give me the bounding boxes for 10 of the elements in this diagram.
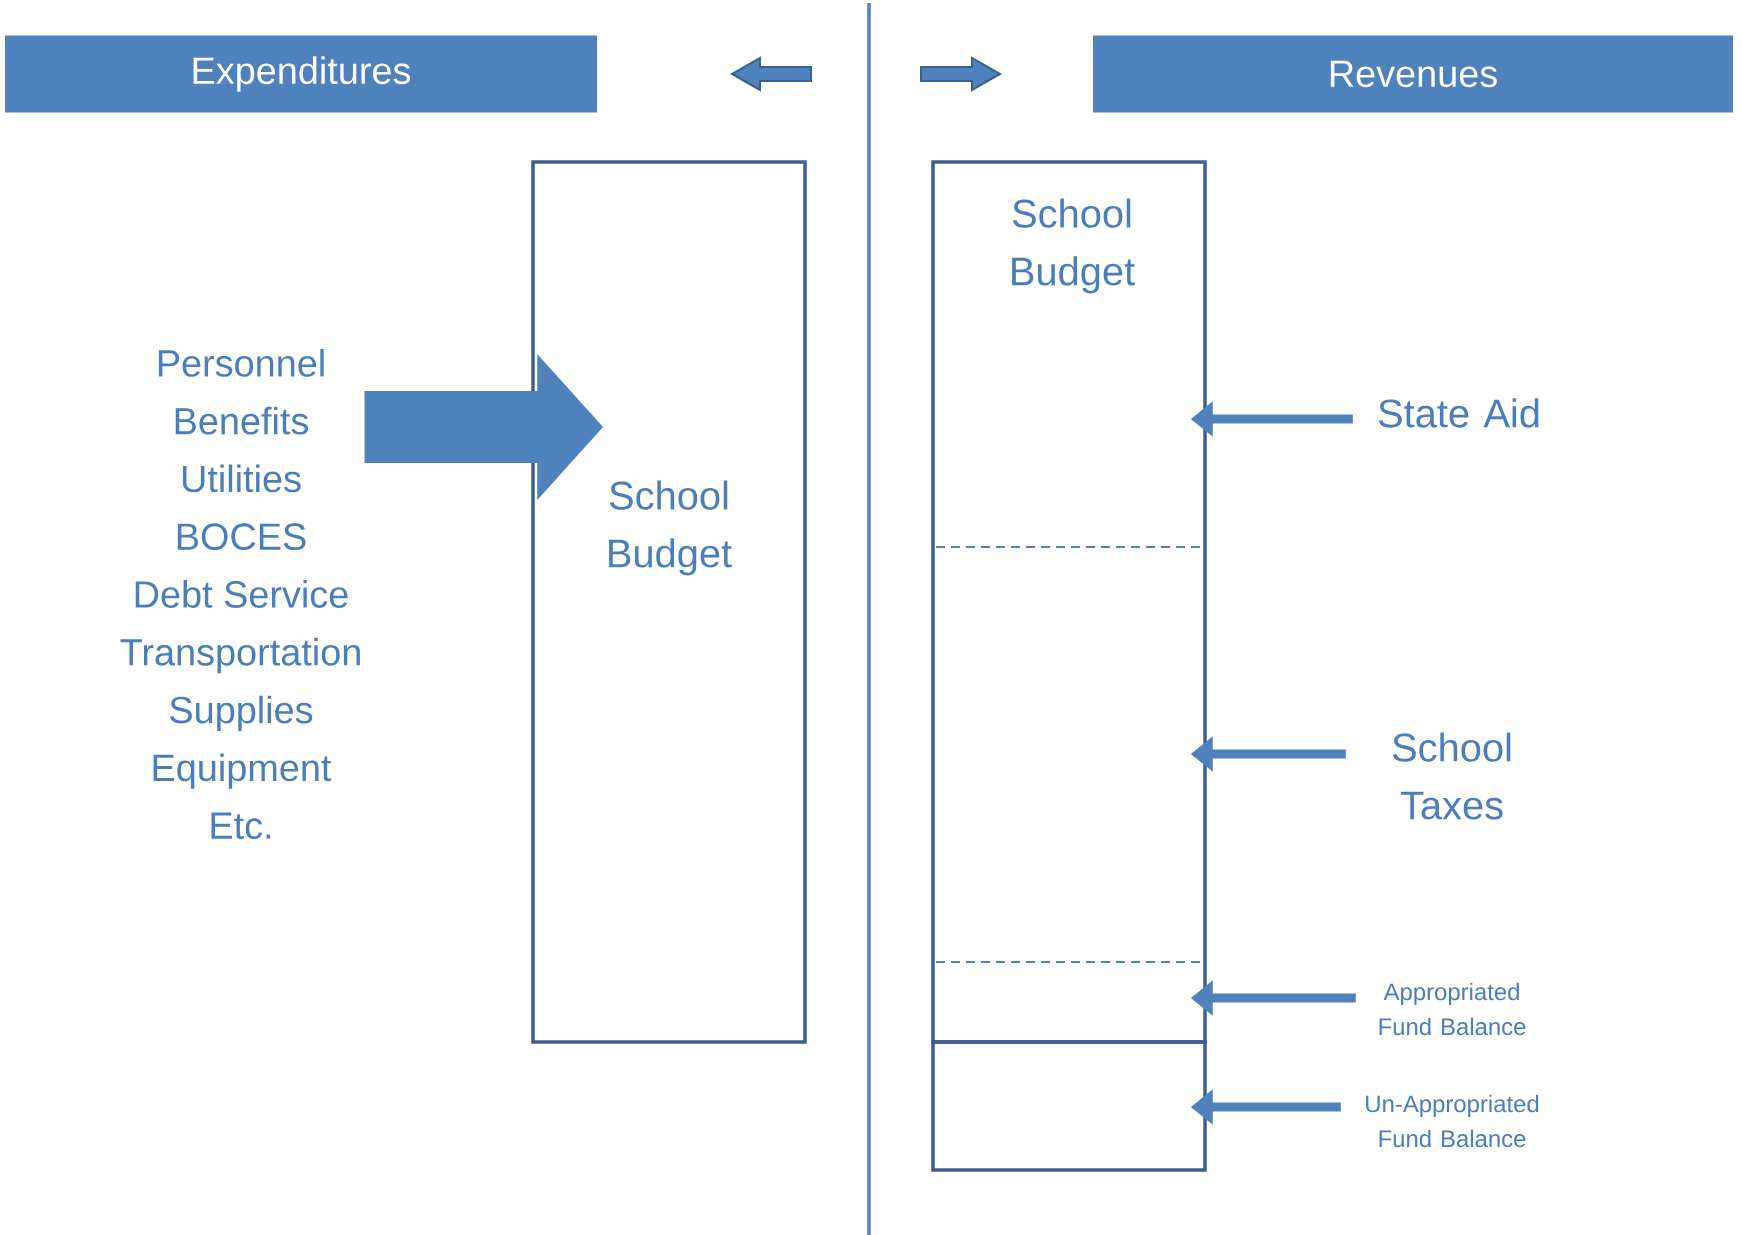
revenue-label: State Aid <box>1378 398 1539 428</box>
expense-list: Personnel Benefits Utilities BOCES Debt Service Transportation Supplies Equipment Etc. <box>120 348 360 840</box>
header-bar: Expenditures <box>5 35 597 113</box>
reserve-box <box>931 1040 1207 1172</box>
header-bar: Revenues <box>1093 35 1733 113</box>
budget-box: School Budget <box>931 160 1207 1044</box>
revenue-label: Un-Appropriated Fund Balance <box>1366 1094 1539 1148</box>
revenue-label: Appropriated Fund Balance <box>1379 982 1526 1036</box>
revenue-label: School Taxes <box>1392 732 1511 820</box>
budget-box: School Budget <box>531 160 807 1044</box>
